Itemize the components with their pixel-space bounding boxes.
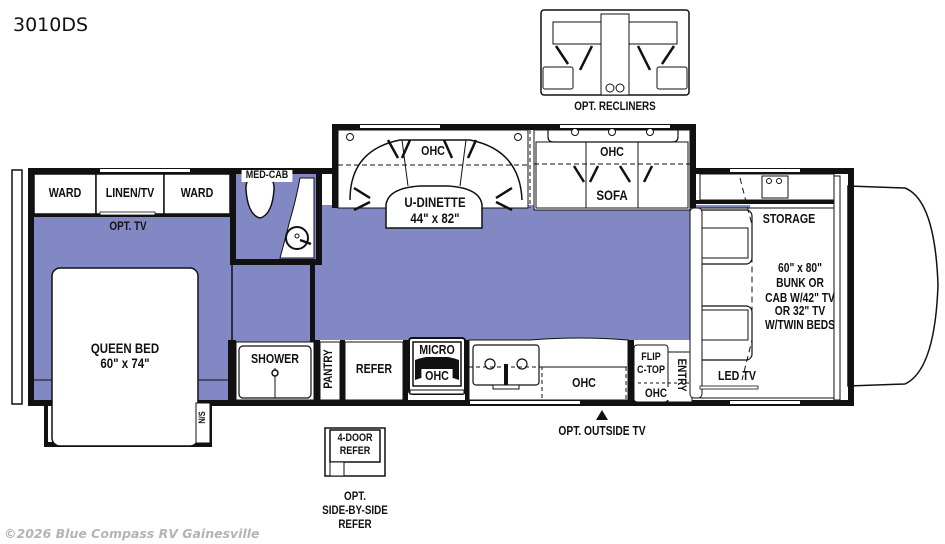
entry-ohc-label: OHC — [641, 387, 671, 400]
micro-label: MICRO — [416, 343, 458, 357]
entry-label: ENTRY — [675, 358, 689, 392]
dinette-ohc-label: OHC — [421, 143, 445, 158]
dinette-size-label: 44" x 82" — [410, 210, 460, 226]
flip-ctop-line2: C-TOP — [637, 364, 665, 376]
bunk-line-4: OR 32" TV — [774, 304, 826, 318]
opt-outside-tv-label: OPT. OUTSIDE TV — [558, 424, 646, 438]
watermark: ©2026 Blue Compass RV Gainesville — [4, 526, 260, 541]
four-door-refer-line2: REFER — [339, 445, 371, 457]
nightstand-label: N/S — [197, 411, 207, 424]
dinette-name-label: U-DINETTE — [404, 194, 466, 210]
opt-tv-label: OPT. TV — [109, 219, 147, 233]
queen-bed-name: QUEEN BED — [90, 340, 160, 356]
rear-bumper — [11, 169, 23, 405]
galley-ohc-label: OHC — [572, 375, 596, 390]
four-door-refer-line1: 4-DOOR — [337, 432, 373, 444]
shower-label: SHOWER — [251, 351, 299, 366]
bunk-line-1: 60" x 80" — [778, 261, 822, 275]
linen-tv-cabinet: LINEN/TV — [105, 185, 155, 200]
cab-nose — [847, 185, 939, 387]
bunk-line-3: CAB W/42" TV — [765, 291, 835, 305]
sofa-label: SOFA — [596, 187, 628, 203]
queen-bed-size: 60" x 74" — [100, 355, 150, 371]
wardrobe-left: WARD — [48, 185, 82, 200]
pantry-label: PANTRY — [321, 349, 335, 389]
opt-sbs-line2: SIDE-BY-SIDE — [322, 503, 388, 517]
sofa-ohc-label: OHC — [600, 144, 624, 159]
bunk-line-5: W/TWIN BEDS — [764, 318, 836, 332]
flip-ctop-line1: FLIP — [641, 351, 661, 363]
opt-recliners-label: OPT. RECLINERS — [574, 99, 656, 113]
micro-ohc-label: OHC — [421, 369, 453, 383]
opt-sbs-line1: OPT. — [344, 489, 366, 503]
storage-label: STORAGE — [762, 211, 816, 226]
model-name: 3010DS — [13, 14, 89, 36]
bunk-line-2: BUNK OR — [776, 276, 824, 290]
led-tv-label: LED TV — [718, 368, 756, 383]
med-cab-label: MED-CAB — [241, 169, 293, 182]
refer-label: REFER — [355, 361, 393, 376]
opt-sbs-line3: REFER — [338, 517, 372, 531]
wardrobe-right: WARD — [180, 185, 214, 200]
